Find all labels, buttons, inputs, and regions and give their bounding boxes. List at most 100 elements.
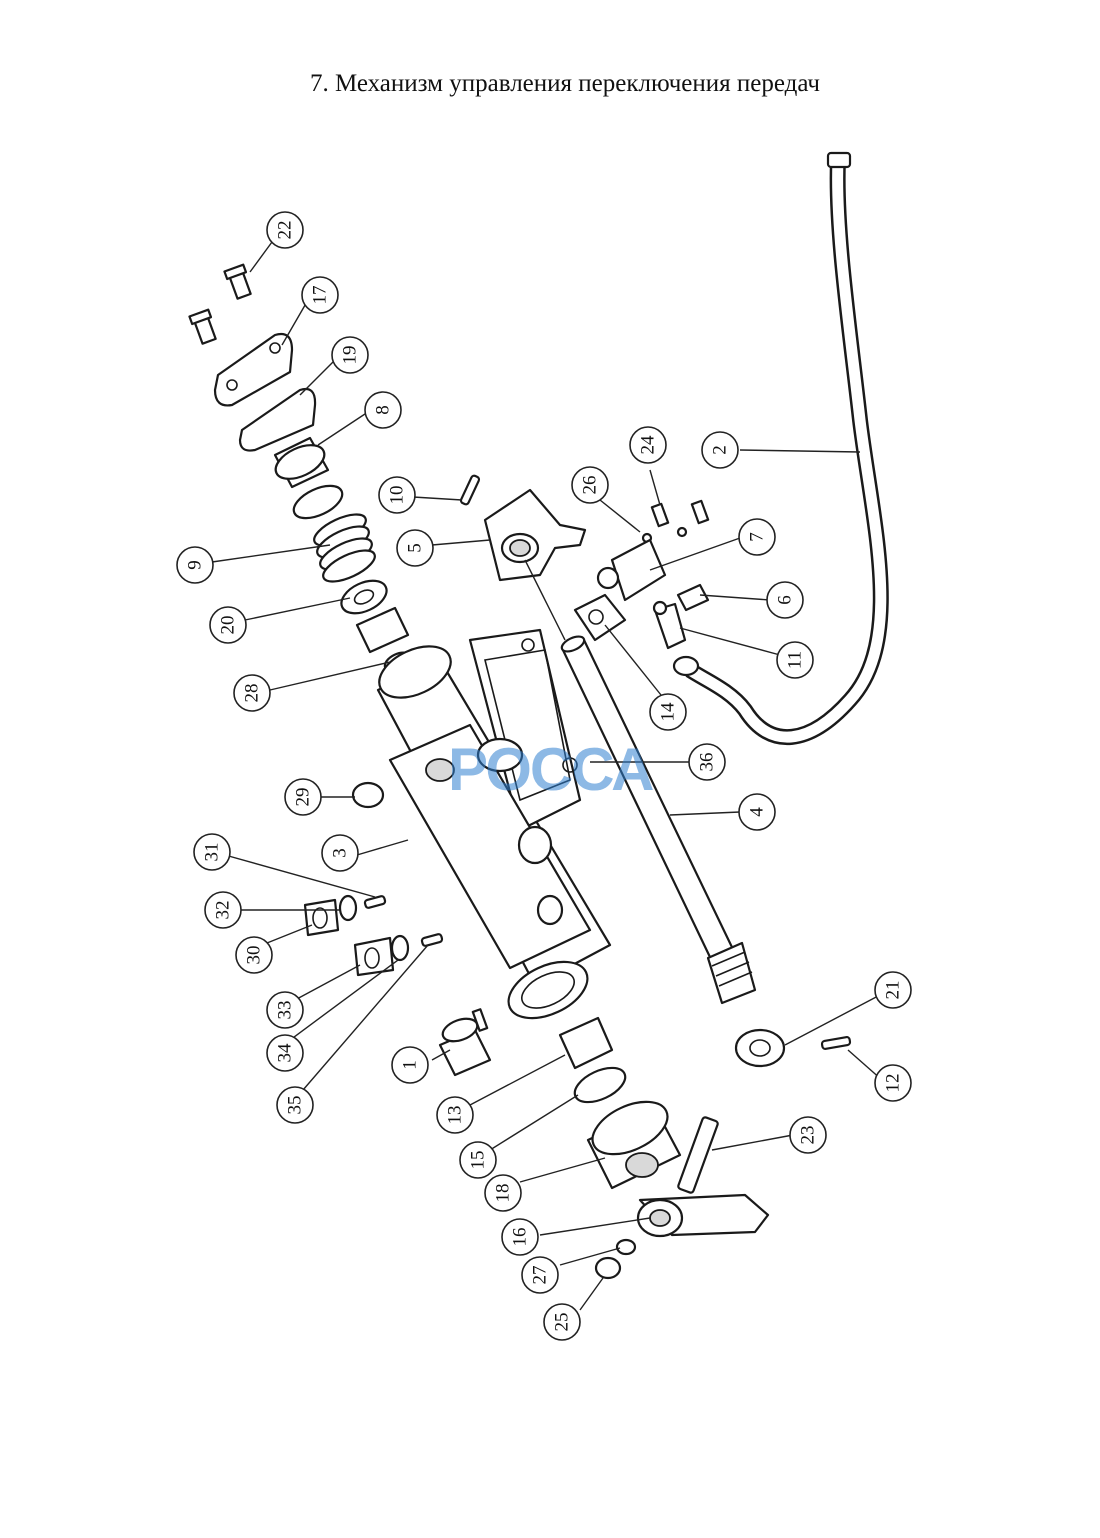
callout-label: 5 [405,543,426,553]
callout-label: 24 [638,435,659,455]
callout-label: 17 [310,286,331,305]
callout-circle [543,1303,581,1341]
callout-label: 16 [510,1228,531,1247]
callout-10: 10 [378,476,416,514]
callout-circle [629,426,667,464]
callout-24: 24 [629,426,667,464]
callout-circle [364,391,402,429]
callout-circle [571,466,609,504]
callout-30: 30 [235,936,273,974]
callout-circle [276,1086,314,1124]
callout-21: 21 [874,971,912,1009]
callout-33: 33 [266,991,304,1029]
callout-circle [738,518,776,556]
callout-circle [331,336,369,374]
callout-circle [284,778,322,816]
callout-circle [688,743,726,781]
callout-4: 4 [738,793,776,831]
callout-25: 25 [543,1303,581,1341]
callout-label: 34 [275,1043,296,1063]
callout-label: 33 [275,1001,296,1020]
spring-group [292,484,413,673]
callout-9: 9 [176,546,214,584]
small-parts-left [303,781,492,1077]
callout-label: 25 [552,1313,573,1332]
callout-circle [776,641,814,679]
callout-31: 31 [193,833,231,871]
callout-label: 15 [468,1151,489,1170]
callout-circle [738,793,776,831]
callout-label: 7 [747,532,768,542]
callout-11: 11 [776,641,814,679]
callout-circle [233,674,271,712]
callout-label: 31 [202,843,223,862]
callout-8: 8 [364,391,402,429]
callout-circle [235,936,273,974]
callout-5: 5 [396,529,434,567]
callout-7: 7 [738,518,776,556]
callout-circle [396,529,434,567]
callout-circle [266,1034,304,1072]
callout-label: 13 [445,1106,466,1125]
callout-27: 27 [521,1256,559,1294]
callout-label: 9 [185,560,206,570]
callout-14: 14 [649,693,687,731]
callout-32: 32 [204,891,242,929]
callout-label: 10 [387,486,408,505]
callout-label: 18 [493,1184,514,1203]
callout-label: 4 [747,807,768,817]
page-title: 7. Механизм управления переключения пере… [309,70,821,97]
callout-circle [176,546,214,584]
callout-13: 13 [436,1096,474,1134]
callout-label: 2 [710,445,731,455]
callout-circle [209,606,247,644]
callout-label: 30 [244,946,265,965]
callout-label: 26 [580,476,601,495]
valve-block-group [573,499,710,650]
callout-label: 36 [697,753,718,772]
housing-part-3 [376,628,612,1020]
callout-23: 23 [789,1116,827,1154]
callout-label: 19 [340,346,361,365]
callout-28: 28 [233,674,271,712]
callout-circle [501,1218,539,1256]
callout-29: 29 [284,778,322,816]
callout-circle [436,1096,474,1134]
callout-circle [874,971,912,1009]
callout-26: 26 [571,466,609,504]
callout-circle [649,693,687,731]
hose-part-2 [672,151,889,746]
cover-group [188,263,330,489]
callout-circle [484,1174,522,1212]
callout-34: 34 [266,1034,304,1072]
lower-group [558,1016,852,1280]
callout-circle [766,581,804,619]
callout-label: 12 [883,1074,904,1093]
callout-label: 6 [775,595,796,605]
spring-part-9 [313,513,376,583]
callout-label: 8 [373,405,394,415]
callout-circle [204,891,242,929]
callout-label: 28 [242,684,263,703]
callout-label: 11 [785,651,806,669]
callout-circle [301,276,339,314]
callout-18: 18 [484,1174,522,1212]
callout-20: 20 [209,606,247,644]
callout-17: 17 [301,276,339,314]
callout-label: 35 [285,1096,306,1115]
callout-label: 20 [218,616,239,635]
fork-group [459,474,587,641]
callout-19: 19 [331,336,369,374]
callout-circle [266,211,304,249]
callout-circle [701,431,739,469]
callout-2: 2 [701,431,739,469]
callout-label: 14 [658,702,679,722]
callout-3: 3 [321,834,359,872]
leader-lines [211,241,883,1311]
callout-35: 35 [276,1086,314,1124]
callout-circle [266,991,304,1029]
callout-circle [321,834,359,872]
callout-label: 23 [798,1126,819,1145]
